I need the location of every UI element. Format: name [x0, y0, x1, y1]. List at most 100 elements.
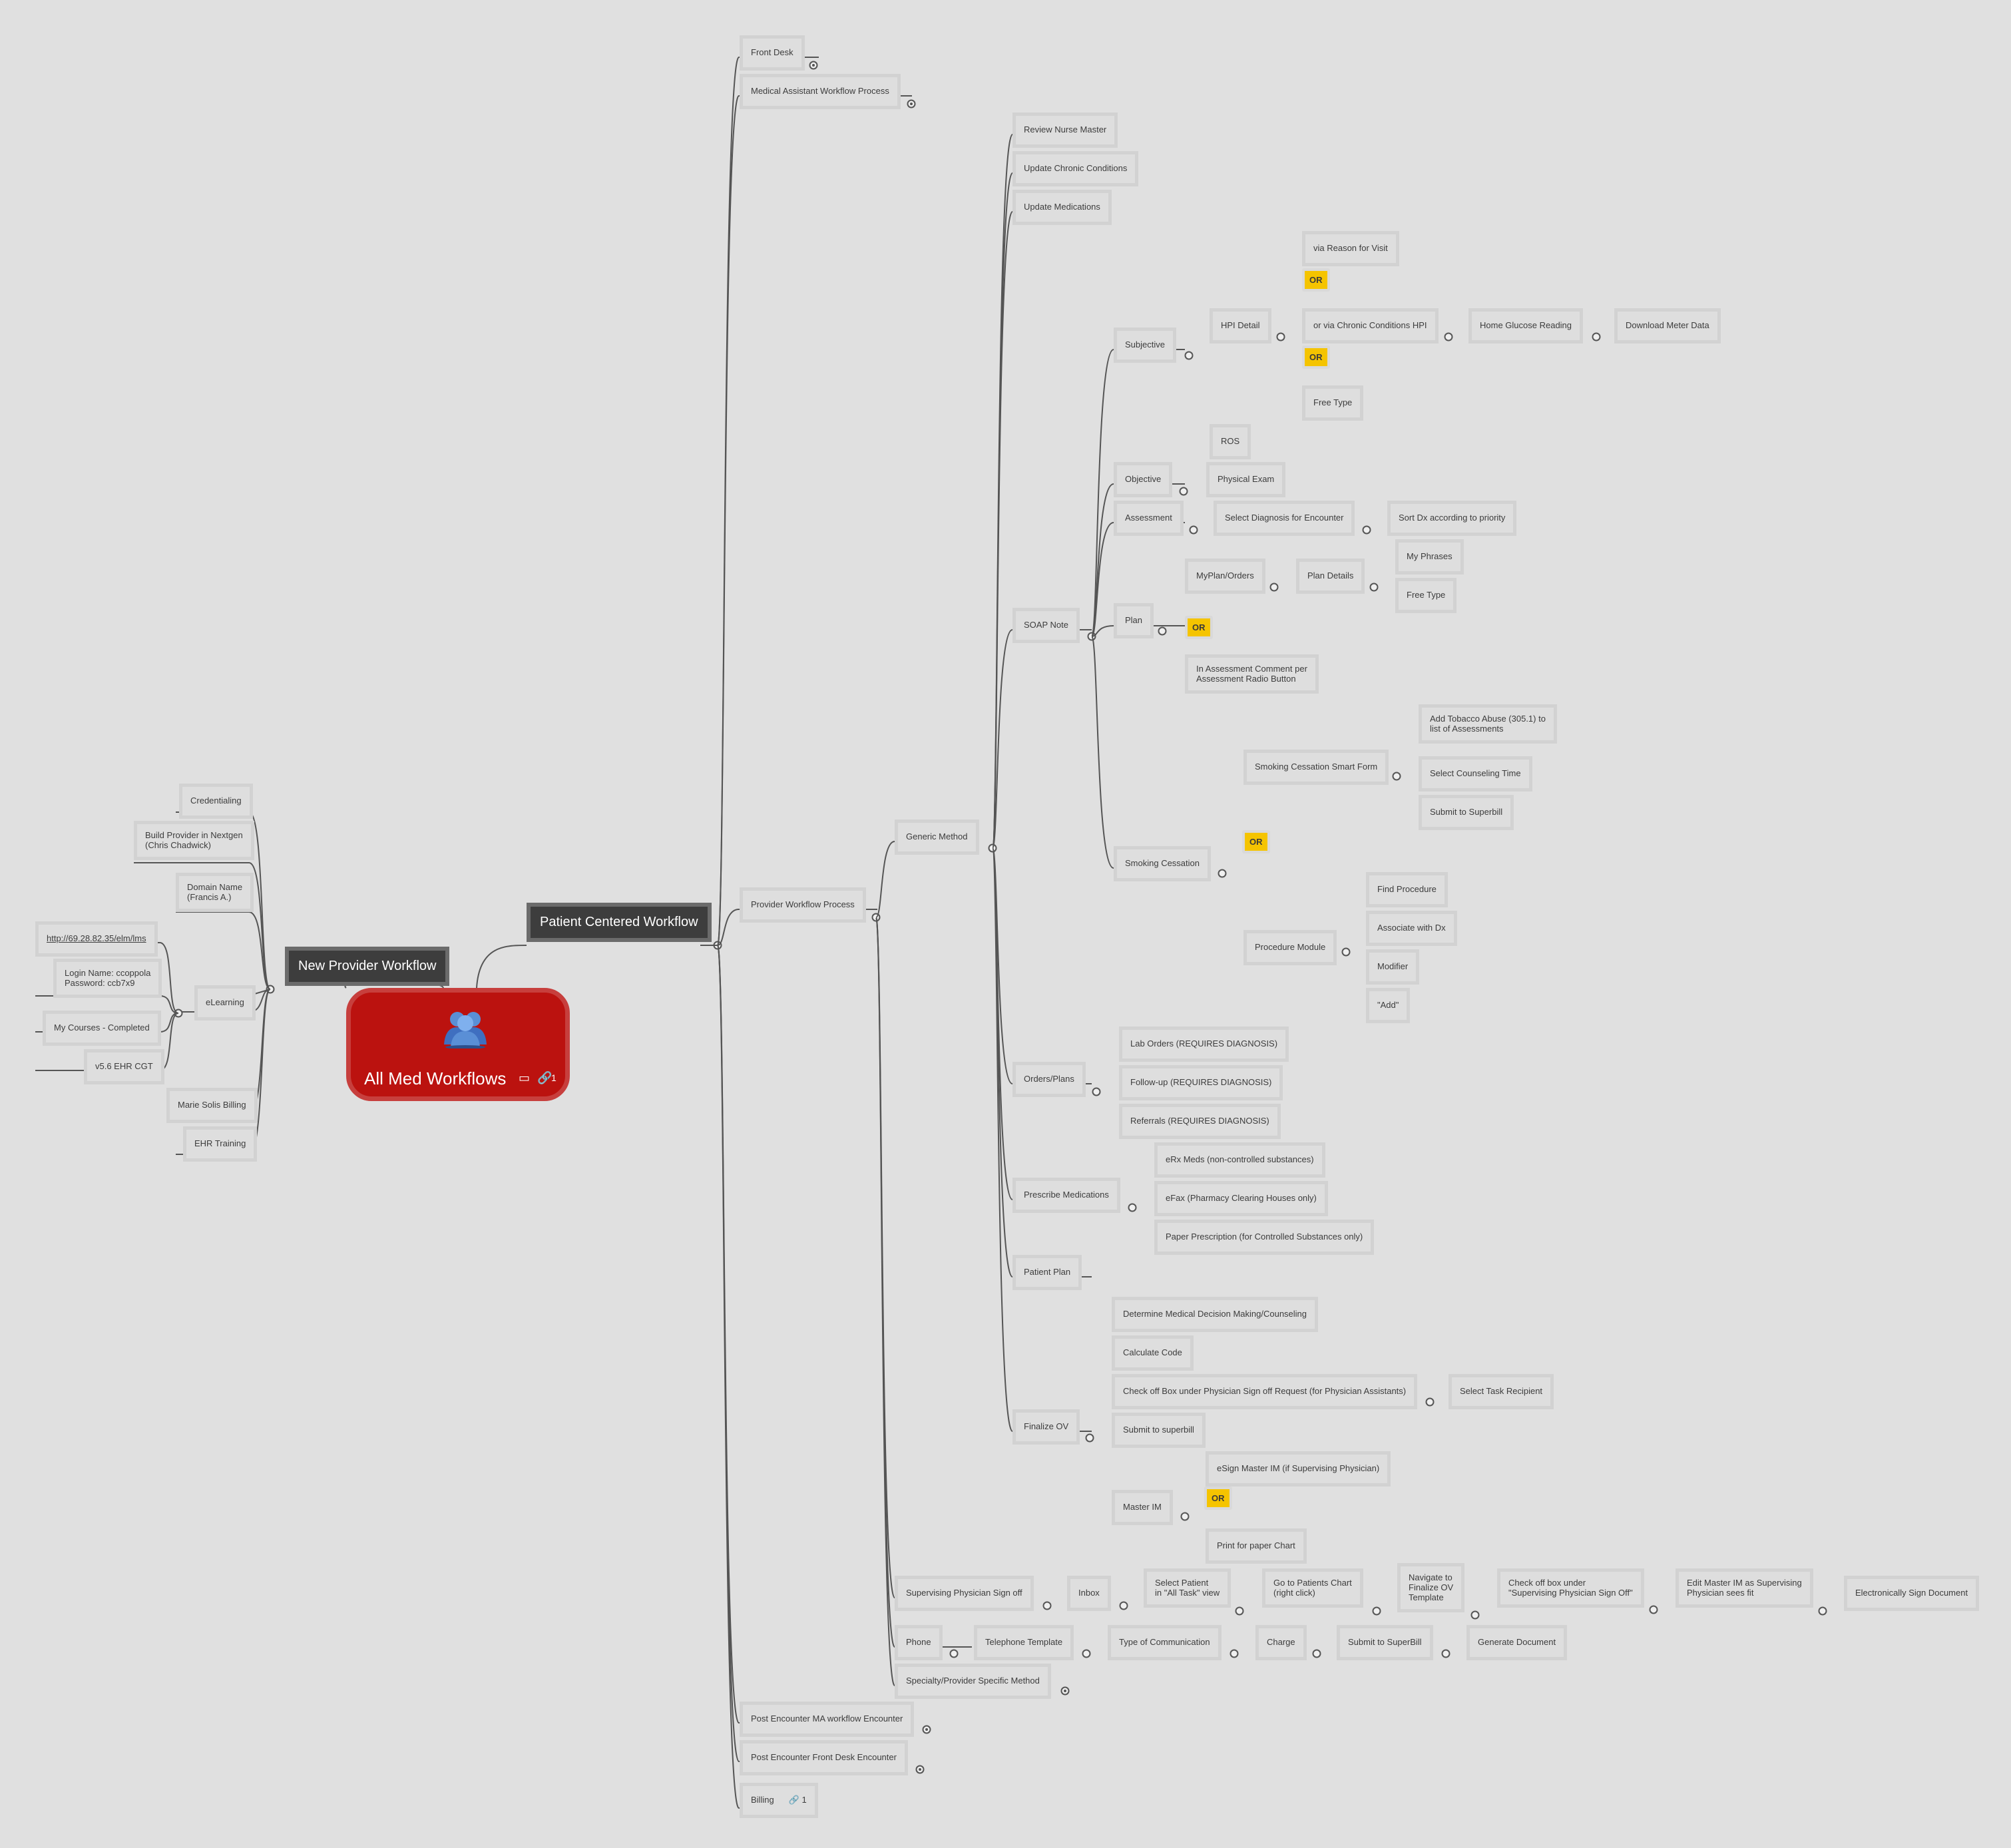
topic-review-nurse[interactable]: Review Nurse Master [1012, 113, 1118, 148]
branch-node[interactable] [1229, 1649, 1239, 1658]
topic-follow-up[interactable]: Follow-up (REQUIRES DIAGNOSIS) [1119, 1065, 1283, 1100]
topic-check-off-box[interactable]: Check off Box under Physician Sign off R… [1112, 1374, 1418, 1409]
topic-plan-details[interactable]: Plan Details [1296, 559, 1365, 594]
branch-node[interactable] [1372, 1606, 1381, 1616]
branch-node[interactable] [1392, 772, 1401, 781]
topic-provider-process[interactable]: Provider Workflow Process [740, 887, 866, 923]
topic-login[interactable]: Login Name: ccoppola Password: ccb7x9 [53, 959, 162, 998]
topic-e-sign-doc[interactable]: Electronically Sign Document [1844, 1576, 1980, 1611]
topic-update-chronic[interactable]: Update Chronic Conditions [1012, 151, 1139, 186]
topic-phone[interactable]: Phone [895, 1625, 943, 1660]
branch-node[interactable] [1369, 582, 1379, 592]
link-icon[interactable]: 🔗 [537, 1071, 553, 1084]
topic-go-to-chart[interactable]: Go to Patients Chart (right click) [1262, 1568, 1363, 1608]
topic-myplan[interactable]: MyPlan/Orders [1185, 559, 1265, 594]
branch-node[interactable] [1184, 351, 1194, 360]
topic-finalize-ov[interactable]: Finalize OV [1012, 1409, 1080, 1445]
topic-erx[interactable]: eRx Meds (non-controlled substances) [1154, 1142, 1325, 1178]
branch-node[interactable] [1189, 525, 1198, 535]
topic-smoking-form[interactable]: Smoking Cessation Smart Form [1243, 750, 1389, 785]
topic-supervising[interactable]: Supervising Physician Sign off [895, 1576, 1034, 1611]
topic-download-meter[interactable]: Download Meter Data [1614, 308, 1721, 344]
topic-submit-superbill[interactable]: Submit to Superbill [1419, 795, 1514, 830]
branch-node[interactable] [1092, 1087, 1101, 1096]
topic-via-reason[interactable]: via Reason for Visit [1302, 231, 1399, 266]
branch-node[interactable] [1180, 1512, 1190, 1521]
topic-master-im[interactable]: Master IM [1112, 1490, 1173, 1525]
topic-esign-master[interactable]: eSign Master IM (if Supervising Physicia… [1206, 1451, 1391, 1487]
topic-ehr-training[interactable]: EHR Training [183, 1126, 258, 1162]
topic-submit-superbill-2[interactable]: Submit to SuperBill [1337, 1625, 1433, 1660]
topic-hpi-detail[interactable]: HPI Detail [1210, 308, 1271, 344]
topic-select-patient[interactable]: Select Patient in "All Task" view [1144, 1568, 1231, 1608]
branch-node[interactable] [1082, 1649, 1091, 1658]
topic-counseling-time[interactable]: Select Counseling Time [1419, 756, 1532, 792]
topic-telephone-template[interactable]: Telephone Template [974, 1625, 1074, 1660]
topic-elearning[interactable]: eLearning [194, 985, 256, 1021]
branch-node[interactable] [1649, 1605, 1658, 1614]
topic-update-meds[interactable]: Update Medications [1012, 190, 1112, 225]
topic-free-type-2[interactable]: Free Type [1395, 578, 1457, 613]
branch-node[interactable] [1425, 1397, 1435, 1407]
topic-associate-dx[interactable]: Associate with Dx [1366, 911, 1457, 946]
topic-subjective[interactable]: Subjective [1114, 328, 1176, 363]
topic-submit-superbill-lc[interactable]: Submit to superbill [1112, 1413, 1206, 1448]
main-topic-new-provider[interactable]: New Provider Workflow [285, 947, 450, 986]
branch-node[interactable] [1444, 332, 1453, 342]
topic-credentialing[interactable]: Credentialing [179, 784, 253, 819]
topic-physical-exam[interactable]: Physical Exam [1206, 462, 1286, 497]
branch-node[interactable] [1276, 332, 1285, 342]
branch-node[interactable] [1818, 1606, 1827, 1616]
topic-add[interactable]: "Add" [1366, 988, 1411, 1023]
topic-referrals[interactable]: Referrals (REQUIRES DIAGNOSIS) [1119, 1104, 1281, 1139]
branch-node[interactable] [1470, 1610, 1480, 1620]
topic-efax[interactable]: eFax (Pharmacy Clearing Houses only) [1154, 1181, 1328, 1216]
topic-my-courses[interactable]: My Courses - Completed [43, 1011, 161, 1046]
main-topic-patient-centered[interactable]: Patient Centered Workflow [527, 903, 712, 942]
branch-node[interactable] [949, 1649, 959, 1658]
topic-home-glucose[interactable]: Home Glucose Reading [1468, 308, 1584, 344]
topic-plan[interactable]: Plan [1114, 603, 1154, 638]
topic-add-tobacco[interactable]: Add Tobacco Abuse (305.1) to list of Ass… [1419, 704, 1557, 744]
topic-specialty[interactable]: Specialty/Provider Specific Method [895, 1664, 1051, 1699]
topic-objective[interactable]: Objective [1114, 462, 1173, 497]
topic-assessment[interactable]: Assessment [1114, 501, 1184, 536]
topic-billing[interactable]: Billing🔗 1 [740, 1783, 818, 1818]
topic-soap-note[interactable]: SOAP Note [1012, 608, 1080, 643]
branch-node[interactable] [1085, 1433, 1094, 1443]
topic-select-dx[interactable]: Select Diagnosis for Encounter [1214, 501, 1355, 536]
branch-node[interactable] [1218, 869, 1227, 878]
topic-calculate-code[interactable]: Calculate Code [1112, 1335, 1194, 1371]
topic-sort-dx[interactable]: Sort Dx according to priority [1387, 501, 1517, 536]
topic-ehr-cgt[interactable]: v5.6 EHR CGT [84, 1049, 164, 1084]
topic-generic-method[interactable]: Generic Method [895, 819, 979, 855]
branch-node[interactable] [1179, 487, 1188, 496]
branch-node[interactable] [1128, 1203, 1137, 1212]
topic-front-desk[interactable]: Front Desk [740, 35, 805, 71]
topic-navigate[interactable]: Navigate to Finalize OV Template [1397, 1563, 1465, 1612]
topic-ma-process[interactable]: Medical Assistant Workflow Process [740, 74, 901, 109]
topic-select-task-recipient[interactable]: Select Task Recipient [1449, 1374, 1554, 1409]
branch-node[interactable] [1312, 1649, 1321, 1658]
branch-node[interactable] [1158, 626, 1167, 636]
branch-node[interactable] [1441, 1649, 1451, 1658]
topic-in-assessment[interactable]: In Assessment Comment per Assessment Rad… [1185, 654, 1319, 694]
branch-node[interactable] [1269, 582, 1279, 592]
topic-inbox[interactable]: Inbox [1067, 1576, 1111, 1611]
topic-ros[interactable]: ROS [1210, 424, 1251, 459]
topic-check-off-sup[interactable]: Check off box under "Supervising Physici… [1497, 1568, 1644, 1608]
central-topic[interactable]: All Med Workflows ▭ 🔗 1 [346, 988, 570, 1101]
topic-determine-mdm[interactable]: Determine Medical Decision Making/Counse… [1112, 1297, 1319, 1332]
topic-generate-doc[interactable]: Generate Document [1466, 1625, 1568, 1660]
branch-node[interactable] [1592, 332, 1601, 342]
branch-node[interactable] [1362, 525, 1371, 535]
topic-free-type[interactable]: Free Type [1302, 385, 1364, 421]
branch-node[interactable] [1042, 1601, 1052, 1610]
topic-my-phrases[interactable]: My Phrases [1395, 539, 1464, 575]
link-icon[interactable]: 🔗 [788, 1795, 799, 1805]
topic-find-procedure[interactable]: Find Procedure [1366, 872, 1448, 907]
topic-elearning-url[interactable]: http://69.28.82.35/elm/lms [35, 921, 158, 957]
topic-lab-orders[interactable]: Lab Orders (REQUIRES DIAGNOSIS) [1119, 1027, 1289, 1062]
topic-marie-solis[interactable]: Marie Solis Billing [166, 1088, 258, 1123]
branch-node[interactable] [1119, 1601, 1128, 1610]
